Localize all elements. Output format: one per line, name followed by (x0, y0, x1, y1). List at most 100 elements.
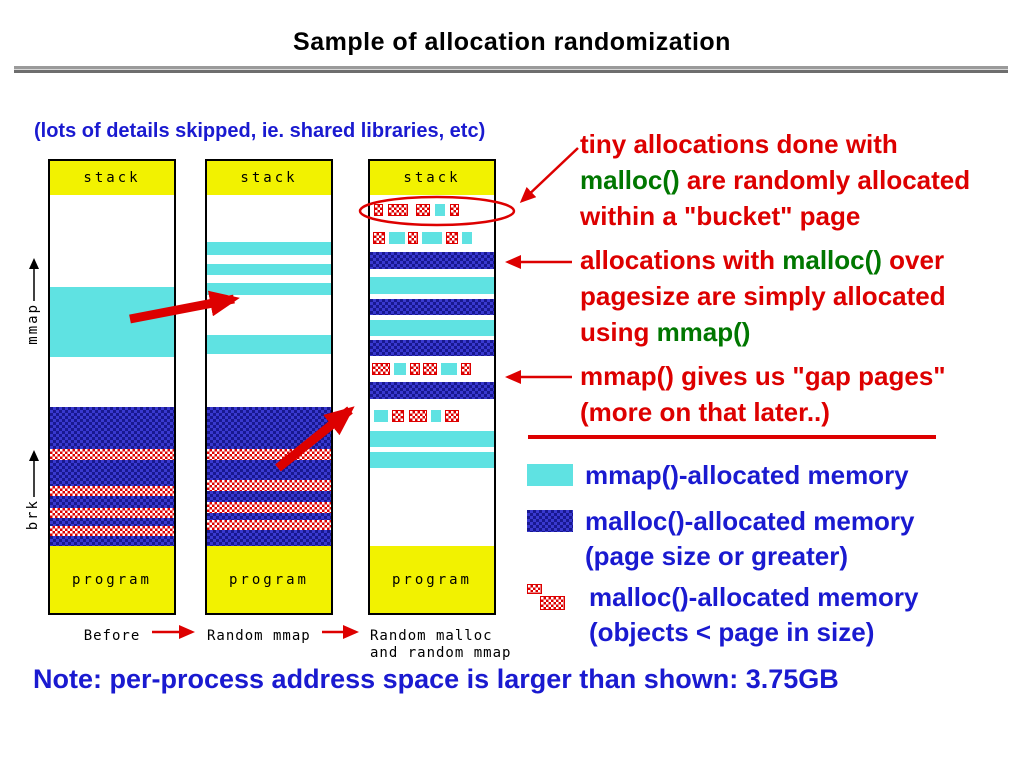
stack-label: stack (240, 170, 298, 186)
band-free (370, 399, 494, 410)
band-free (370, 216, 494, 232)
bucket-gap (459, 410, 494, 422)
bucket-gap (370, 232, 373, 244)
band-free (370, 468, 494, 546)
band-bucket-page (370, 232, 494, 244)
annotation-text: pagesize are simply allocated (580, 281, 946, 311)
band-program: program (370, 546, 494, 613)
legend-swatch-malloc-small (527, 583, 577, 615)
legend-item-mmap: mmap()-allocated memory (527, 458, 909, 493)
annotation-text: tiny allocations done with (580, 129, 898, 159)
bucket-gap (458, 232, 462, 244)
legend-text-line: (objects < page in size) (589, 617, 875, 647)
band-free (50, 357, 174, 407)
band-free (370, 294, 494, 299)
band-mmap-allocated (207, 283, 331, 295)
bucket-gap (390, 363, 394, 375)
small-mmap-object (435, 204, 445, 216)
band-mmap-allocated (207, 264, 331, 275)
bucket-gap (404, 410, 409, 422)
stack-label: stack (83, 170, 141, 186)
annotation-text: are randomly allocated (679, 165, 971, 195)
small-mmap-object (431, 410, 441, 422)
band-mmap-allocated (370, 320, 494, 336)
legend-text-line: malloc()-allocated memory (585, 506, 915, 536)
bucket-gap (442, 232, 446, 244)
band-free (370, 356, 494, 363)
annotation-line: tiny allocations done with (580, 126, 1014, 162)
bucket-gap (471, 363, 494, 375)
legend-text-line: mmap()-allocated memory (585, 460, 909, 490)
band-small-allocations (207, 502, 331, 513)
small-mmap-object (441, 363, 457, 375)
annotation-line: using mmap() (580, 314, 1014, 350)
legend-label-malloc-large: malloc()-allocated memory (page size or g… (585, 504, 914, 574)
band-malloc-allocated (207, 530, 331, 546)
annotation-line: within a "bucket" page (580, 198, 1014, 234)
arrow-tiny-allocations-callout (519, 147, 579, 204)
annotation-line: pagesize are simply allocated (580, 278, 1014, 314)
title-rule (14, 66, 1008, 73)
small-mmap-object (389, 232, 405, 244)
bucket-gap (437, 363, 441, 375)
band-malloc-allocated (370, 340, 494, 356)
band-mmap-allocated (370, 277, 494, 294)
small-malloc-object (450, 204, 459, 216)
small-mmap-object (374, 410, 388, 422)
band-program: program (50, 546, 174, 613)
caption-line: Before (83, 628, 141, 644)
band-program: program (207, 546, 331, 613)
band-free (207, 275, 331, 283)
band-malloc-allocated (370, 252, 494, 269)
bucket-gap (408, 204, 416, 216)
annotation-line: mmap() gives us "gap pages" (580, 358, 1014, 394)
program-label: program (391, 571, 472, 588)
band-stack-before: stack program (48, 159, 176, 615)
band-free (50, 195, 174, 287)
band-small-allocations (50, 508, 174, 518)
band-stack: stack (207, 161, 331, 195)
band-free (370, 375, 494, 382)
small-malloc-object (374, 204, 383, 216)
caption-line: Random malloc (370, 628, 493, 644)
annotation-text: malloc() (782, 245, 882, 275)
band-mmap-allocated (207, 335, 331, 354)
band-mmap-allocated (370, 452, 494, 468)
legend-text-line: (page size or greater) (585, 541, 848, 571)
small-malloc-object (445, 410, 459, 422)
program-label: program (71, 571, 152, 588)
bucket-gap (370, 363, 372, 375)
band-free (207, 354, 331, 407)
annotation-line: allocations with malloc() over (580, 242, 1014, 278)
band-malloc-allocated (50, 536, 174, 546)
small-malloc-object (388, 204, 408, 216)
axis-label-mmap: mmap (25, 303, 41, 345)
band-free (370, 447, 494, 452)
small-mmap-object (394, 363, 406, 375)
legend-swatch-malloc-large (527, 510, 573, 532)
small-malloc-object (423, 363, 437, 375)
small-malloc-object (409, 410, 427, 422)
small-malloc-object (461, 363, 471, 375)
band-free (370, 315, 494, 320)
band-small-allocations (50, 486, 174, 496)
band-malloc-allocated (50, 518, 174, 526)
band-malloc-allocated (50, 460, 174, 486)
band-free (370, 269, 494, 277)
band-malloc-allocated (50, 407, 174, 449)
band-malloc-allocated (207, 491, 331, 502)
column-caption-before: Before (48, 628, 176, 645)
column-caption-random-mmap: Random mmap (205, 628, 333, 645)
memory-column-before: stack program Before (48, 159, 176, 645)
memory-column-random-mmap: stack program Random mmap (205, 159, 333, 645)
band-free (207, 295, 331, 335)
annotation-gap-pages: mmap() gives us "gap pages"(more on that… (580, 358, 1014, 430)
band-malloc-allocated (370, 299, 494, 315)
bucket-gap (459, 204, 494, 216)
band-small-allocations (207, 480, 331, 491)
bucket-gap (441, 410, 445, 422)
